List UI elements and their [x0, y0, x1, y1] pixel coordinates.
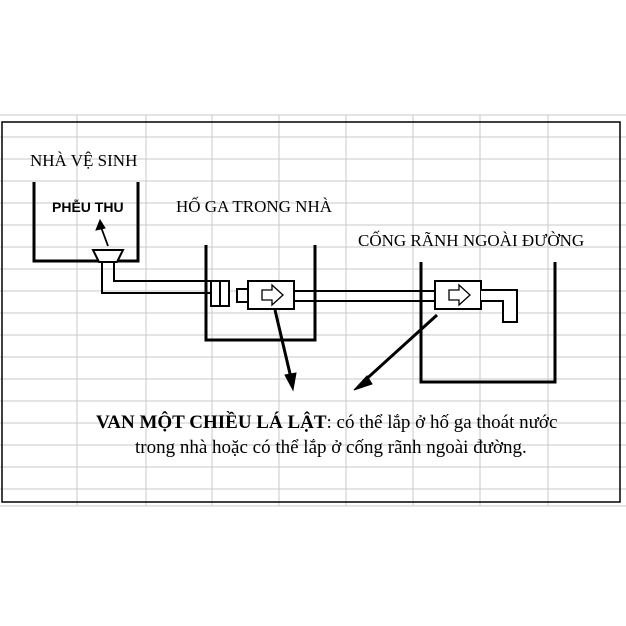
caption-line-1-rest: : có thể lắp ở hố ga thoát nước [327, 412, 558, 433]
pointer-arrows [95, 218, 439, 392]
flow-arrow-icon [448, 283, 471, 307]
caption-valve-name: VAN MỘT CHIỀU LÁ LẬT [96, 411, 327, 433]
caption-line-2: trong nhà hoặc có thể lắp ở cống rãnh ng… [135, 437, 527, 458]
spreadsheet-grid [0, 114, 626, 507]
caption-line-1: VAN MỘT CHIỀU LÁ LẬT: có thể lắp ở hố ga… [96, 411, 557, 433]
pipe-elbow-1-inner [114, 280, 221, 306]
label-funnel: PHỄU THU [52, 199, 124, 215]
main-pipe [294, 290, 435, 302]
street-drain [419, 262, 557, 384]
funnel-icon [91, 249, 125, 263]
diagram-frame [1, 121, 621, 503]
label-street-drain: CỐNG RÃNH NGOÀI ĐƯỜNG [358, 231, 584, 250]
toilet-tank [32, 182, 140, 263]
flow-arrow-icon [261, 283, 284, 307]
label-indoor-manhole: HỐ GA TRONG NHÀ [176, 197, 333, 216]
indoor-manhole [204, 245, 317, 342]
pipe-coupling [236, 288, 249, 303]
outlet-pipe [481, 289, 518, 323]
label-toilet-house: NHÀ VỆ SINH [30, 151, 137, 170]
